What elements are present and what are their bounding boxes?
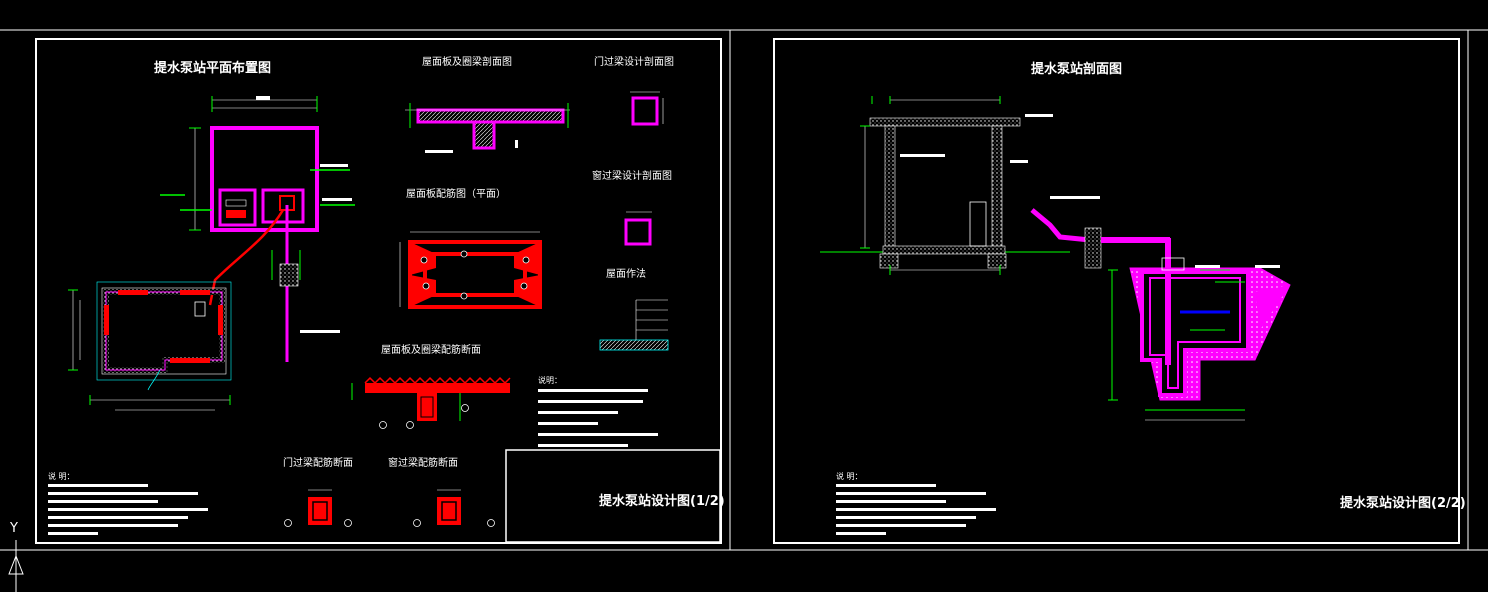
section-drawing (820, 96, 1291, 421)
window-lintel-rebar-title: 窗过梁配筋断面 (388, 458, 458, 469)
door-lintel-section-title: 门过梁设计剖面图 (594, 57, 674, 68)
roof-rebar-section (351, 376, 511, 429)
roof-section-title: 屋面板及圈梁剖面图 (422, 57, 512, 68)
outer-border (0, 29, 1488, 551)
window-lintel-rebar (413, 489, 495, 527)
ucs-y-label: Y (10, 521, 18, 536)
door-lintel-rebar (284, 489, 352, 527)
sheet2-notes-lines (836, 484, 996, 535)
sheet2-notes-heading: 说 明： (836, 472, 863, 481)
window-lintel-section (624, 211, 652, 246)
sheet-2-frame (773, 38, 1460, 544)
sheet2-title-block: 提水泵站设计图(2/2) (1340, 496, 1466, 511)
roof-rebar-section-title: 屋面板及圈梁配筋断面 (381, 345, 481, 356)
sheet1-notes-left-lines (48, 484, 208, 535)
roof-section-drawing (405, 103, 570, 153)
sheet1-notes-heading: 说明： (538, 376, 562, 385)
plan-layout-title: 提水泵站平面布置图 (154, 61, 272, 76)
sheet1-title-block: 提水泵站设计图(1/2) (599, 494, 725, 509)
roof-method-drawing (599, 299, 669, 351)
section-title: 提水泵站剖面图 (1031, 62, 1123, 77)
roof-method-title: 屋面作法 (606, 269, 646, 280)
sheet1-notes-heading-left: 说 明： (48, 472, 75, 481)
roof-rebar-plan-title: 屋面板配筋图（平面） (406, 189, 506, 200)
sheet-1-frame (35, 38, 722, 544)
window-lintel-section-title: 窗过梁设计剖面图 (592, 171, 672, 182)
ucs-icon (8, 540, 24, 592)
roof-rebar-plan (399, 231, 542, 309)
sheet1-notes-right-lines (538, 389, 658, 447)
door-lintel-section (630, 91, 664, 126)
plan-layout-drawing (68, 96, 355, 411)
door-lintel-rebar-title: 门过梁配筋断面 (283, 458, 353, 469)
